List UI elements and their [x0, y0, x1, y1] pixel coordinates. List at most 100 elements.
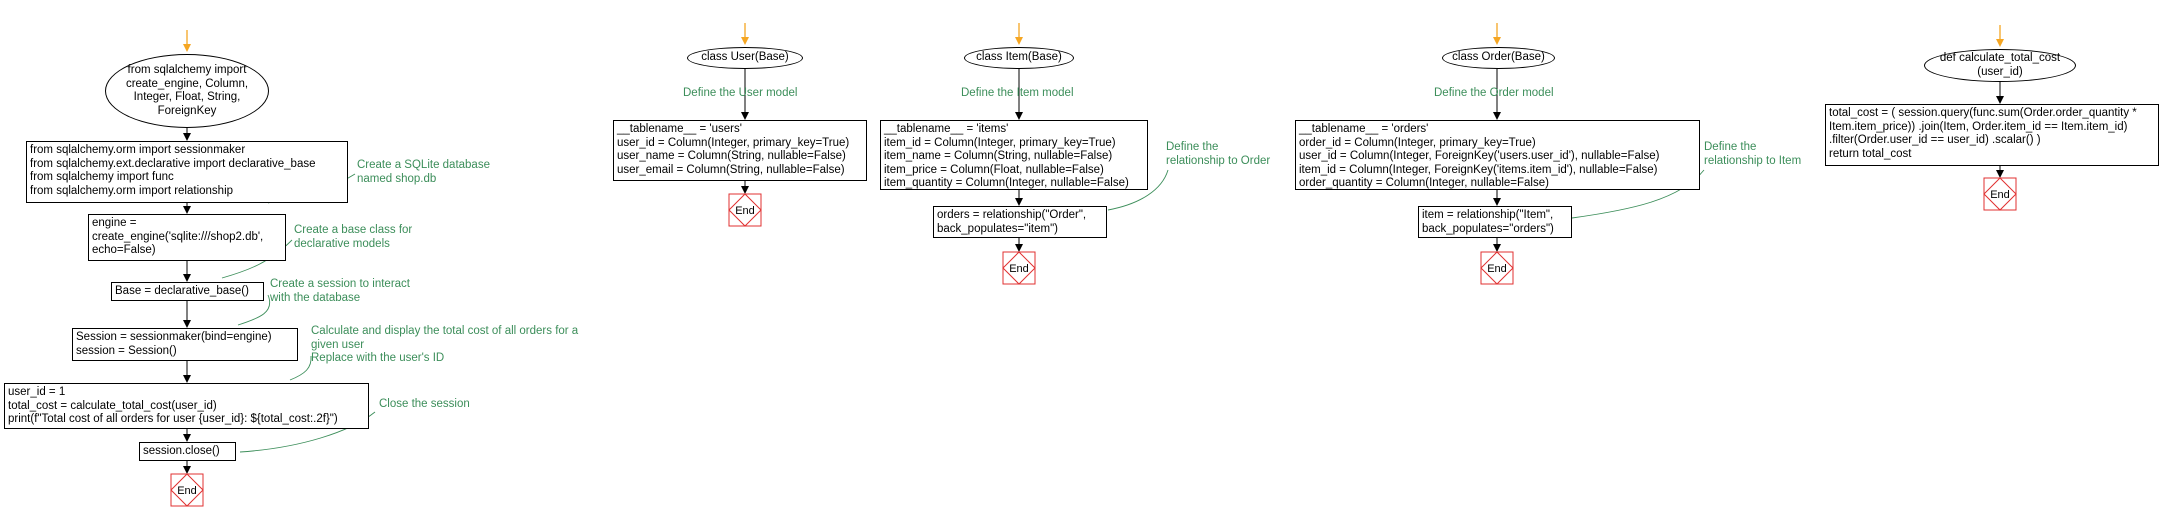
text-line: from sqlalchemy.orm import sessionmaker	[30, 144, 246, 156]
end-box	[728, 193, 762, 227]
text-line: order_id = Column(Integer, primary_key=T…	[1299, 136, 1536, 149]
orders-relationship-block: orders = relationship("Order",back_popul…	[933, 206, 1107, 238]
flow-arrowhead	[1493, 112, 1501, 120]
text-line: total_cost = ( session.query(func.sum(Or…	[1829, 107, 2137, 119]
flow-arrowhead	[741, 186, 749, 194]
text-line: item = relationship("Item",	[1422, 209, 1554, 221]
end-label: End	[1009, 263, 1029, 275]
start-arrowhead	[1015, 37, 1023, 45]
text-line: class Order(Base)	[1452, 51, 1545, 64]
text-line: Create a SQLite database	[357, 159, 490, 171]
text-line: return total_cost	[1829, 147, 1912, 160]
text-line: Define the User model	[683, 87, 798, 99]
text-line: __tablename__ = 'orders'	[1299, 123, 1429, 135]
text-line: engine =	[92, 217, 137, 229]
end-label: End	[735, 205, 755, 217]
text-line: user_id = Column(Integer, ForeignKey('us…	[1299, 150, 1660, 162]
text-line: back_populates="orders")	[1422, 222, 1554, 235]
imports-block: from sqlalchemy.orm import sessionmaker f…	[26, 141, 348, 203]
text-line: total_cost = calculate_total_cost(user_i…	[8, 399, 217, 412]
text-line: given user	[311, 338, 365, 351]
end-box	[1983, 177, 2017, 211]
calculate-total-cost-block: total_cost = ( session.query(func.sum(Or…	[1825, 104, 2159, 166]
text-line: ForeignKey	[157, 104, 217, 117]
text-line: Define the	[1704, 141, 1757, 153]
flow-arrowhead	[1015, 112, 1023, 120]
text-line: item_quantity = Column(Integer, nullable…	[884, 177, 1129, 189]
text-line: Integer, Float, String,	[133, 91, 241, 103]
flow-arrowhead	[741, 112, 749, 120]
text-line: __tablename__ = 'items'	[884, 123, 1009, 135]
text-line: Define the	[1166, 141, 1219, 153]
end-label: End	[1487, 263, 1507, 275]
item-model-block: __tablename__ = 'items'item_id = Column(…	[880, 120, 1148, 190]
class-item-node: class Item(Base)	[964, 47, 1074, 69]
text-line: create_engine, Column,	[125, 77, 249, 90]
text-line: .filter(Order.user_id == user_id) .scala…	[1829, 134, 2041, 146]
session-block: Session = sessionmaker(bind=engine)sessi…	[72, 328, 298, 361]
start-arrowhead	[741, 37, 749, 45]
flow-arrowhead	[183, 434, 191, 442]
order-model-block: __tablename__ = 'orders'order_id = Colum…	[1295, 120, 1700, 190]
text-line: Item.item_price)) .join(Item, Order.item…	[1829, 120, 2128, 133]
flow-arrowhead	[183, 274, 191, 282]
note-define-user: Define the User model	[683, 87, 797, 101]
flow-arrowhead	[1015, 244, 1023, 252]
start-arrowhead	[1493, 37, 1501, 45]
text-line: orders = relationship("Order",	[937, 209, 1087, 221]
text-line: Create a base class for	[294, 224, 413, 236]
text-line: user_id = Column(Integer, primary_key=Tr…	[617, 136, 850, 149]
note-connector	[289, 355, 312, 381]
text-line: (user_id)	[1977, 65, 2023, 78]
text-line: named shop.db	[357, 172, 437, 185]
text-line: Base = declarative_base()	[115, 285, 249, 297]
text-line: back_populates="item")	[937, 222, 1058, 235]
text-line: Create a session to interact	[270, 278, 410, 290]
text-line: from sqlalchemy import func	[30, 171, 174, 183]
text-line: order_quantity = Column(Integer, nullabl…	[1299, 177, 1549, 189]
text-line: user_name = Column(String, nullable=Fals…	[617, 150, 846, 162]
end-label: End	[1990, 189, 2010, 201]
end-box	[170, 473, 204, 507]
start-arrowhead	[183, 44, 191, 52]
text-line: from sqlalchemy import	[127, 64, 247, 76]
flow-arrowhead	[1493, 198, 1501, 206]
session-close-block: session.close()	[139, 442, 236, 461]
text-line: print(f"Total cost of all orders for use…	[8, 413, 338, 425]
text-line: item_id = Column(Integer, primary_key=Tr…	[884, 136, 1116, 149]
note-define-order: Define the Order model	[1434, 87, 1554, 101]
flow-arrowhead	[183, 320, 191, 328]
text-line: echo=False)	[92, 244, 156, 256]
end-label: End	[177, 485, 197, 497]
text-line: Calculate and display the total cost of …	[311, 325, 579, 337]
end-box	[1480, 251, 1514, 285]
text-line: relationship to Order	[1166, 154, 1271, 167]
text-line: Session = sessionmaker(bind=engine)	[76, 331, 272, 343]
flow-arrowhead	[183, 375, 191, 383]
text-line: create_engine('sqlite:///shop2.db',	[92, 230, 264, 243]
class-order-node: class Order(Base)	[1442, 47, 1555, 69]
text-line: item_price = Column(Float, nullable=Fals…	[884, 163, 1104, 176]
text-line: item_id = Column(Integer, ForeignKey('it…	[1299, 163, 1658, 176]
text-line: class Item(Base)	[976, 51, 1062, 64]
item-relationship-block: item = relationship("Item",back_populate…	[1418, 206, 1572, 238]
text-line: Define the Order model	[1434, 87, 1554, 99]
text-line: relationship to Item	[1704, 154, 1802, 167]
engine-block: engine =create_engine('sqlite:///shop2.d…	[88, 214, 286, 261]
text-line: from sqlalchemy.orm import relationship	[30, 184, 234, 197]
note-total-cost: Calculate and display the total cost of …	[311, 325, 578, 366]
start-arrowhead	[1996, 39, 2004, 47]
text-line: user_email = Column(String, nullable=Fal…	[617, 163, 845, 176]
flow-arrowhead	[1493, 244, 1501, 252]
def-calculate-total-cost-node: def calculate_total_cost(user_id)	[1924, 49, 2076, 82]
text-line: def calculate_total_cost	[1939, 52, 2061, 64]
base-block: Base = declarative_base()	[111, 282, 264, 301]
note-close-session: Close the session	[379, 398, 470, 412]
note-connector	[237, 294, 271, 326]
